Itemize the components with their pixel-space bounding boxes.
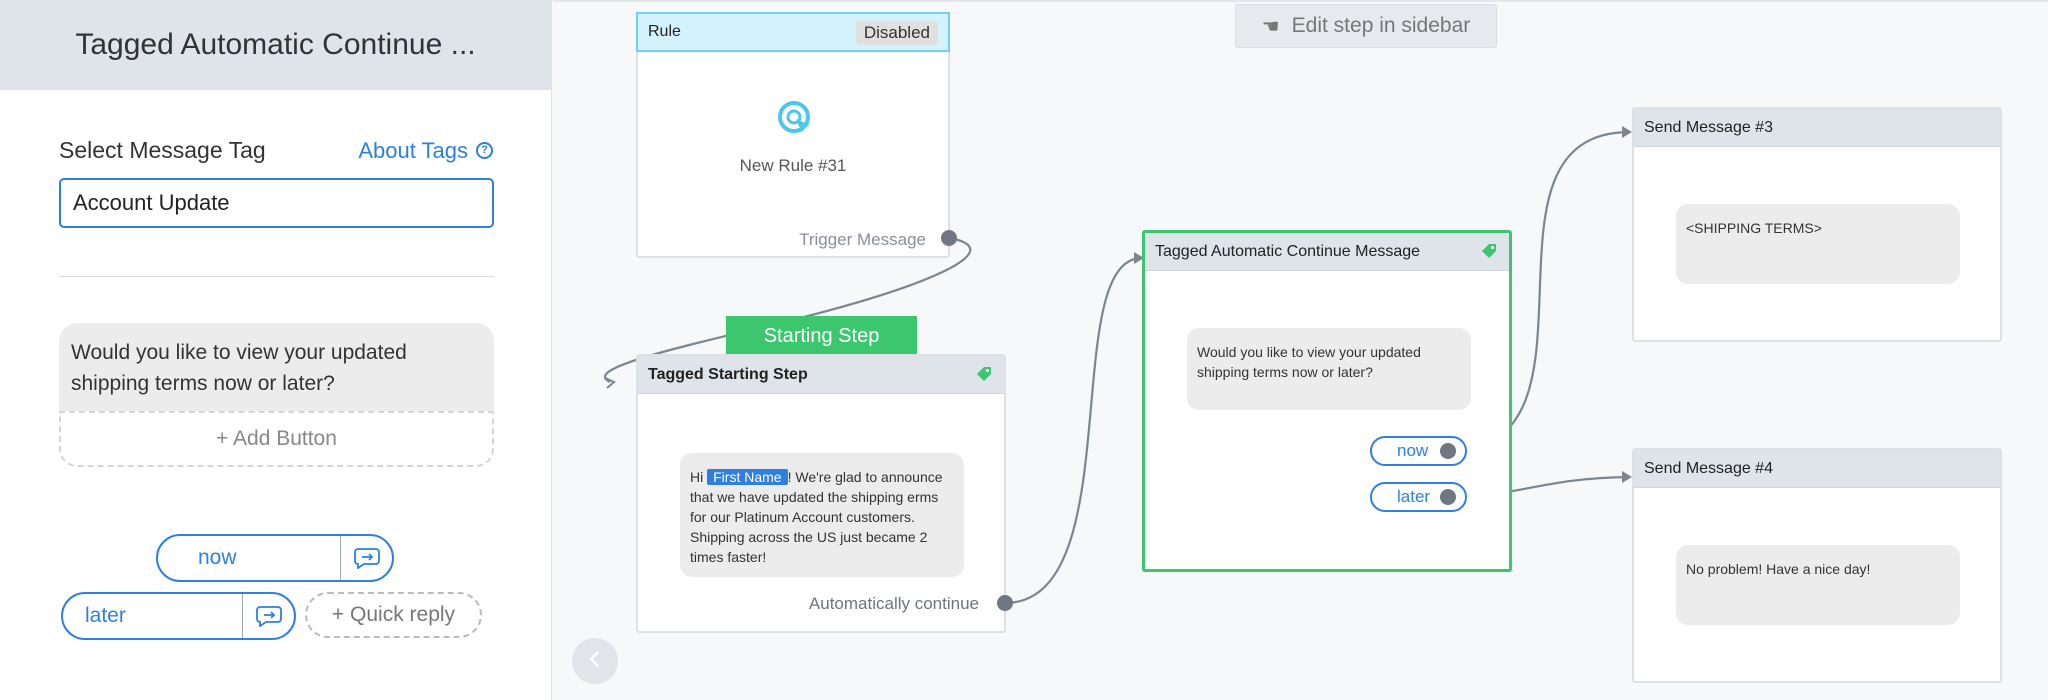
rule-node[interactable]: Rule Disabled New Rule #31 Trigger Messa… [636,12,950,258]
rule-target-icon [776,99,816,144]
select-tag-row: Select Message Tag About Tags ? [59,137,493,164]
message-tag-select[interactable]: Account Update [59,178,494,228]
select-tag-label: Select Message Tag [59,137,266,163]
pointing-hand-icon: ☚ [1261,15,1280,38]
auto-continue-port[interactable] [997,595,1013,611]
rule-node-title: Rule [648,23,681,40]
auto-continue-node[interactable]: Tagged Automatic Continue Message Would … [1142,230,1512,572]
quick-reply-later[interactable]: later [61,592,296,640]
send-message-3-text: <SHIPPING TERMS> [1676,204,1960,284]
first-name-chip: First Name [707,469,788,485]
auto-continue-title: Tagged Automatic Continue Message [1155,242,1421,260]
add-quick-reply-button[interactable]: + Quick reply [305,592,482,638]
button-later[interactable]: later [1370,482,1467,512]
canvas-top-border [553,0,2048,2]
starting-step-header: Tagged Starting Step [638,356,1004,394]
send-message-3-node[interactable]: Send Message #3 <SHIPPING TERMS> [1632,107,2002,342]
rule-node-header: Rule Disabled [636,12,950,52]
greeting-text: Hi [690,469,704,485]
rule-output-label: Trigger Message [799,230,926,249]
about-tags-label: About Tags [358,137,468,163]
quick-reply-icon[interactable] [340,536,392,580]
rule-name: New Rule #31 [739,156,847,175]
send-message-4-header: Send Message #4 [1634,450,2000,488]
sidebar: Tagged Automatic Continue ... Select Mes… [0,0,552,700]
rule-output-port[interactable] [941,230,957,246]
edit-hint-label: Edit step in sidebar [1291,14,1471,37]
auto-continue-header: Tagged Automatic Continue Message [1145,233,1509,271]
about-tags-link[interactable]: About Tags ? [358,138,493,164]
quick-reply-icon[interactable] [242,594,294,638]
sidebar-title: Tagged Automatic Continue ... [0,0,551,90]
divider [59,276,494,277]
quick-reply-now[interactable]: now [156,534,394,582]
button-later-port[interactable] [1440,489,1456,505]
quick-reply-label: now [198,546,237,569]
starting-step-message: Hi First Name! We're glad to announce th… [680,453,964,577]
tag-icon [1481,243,1497,264]
collapse-sidebar-button[interactable] [572,638,618,684]
message-text-editor[interactable]: Would you like to view your updated ship… [59,323,494,413]
send-message-4-node[interactable]: Send Message #4 No problem! Have a nice … [1632,448,2002,683]
button-now-port[interactable] [1440,443,1456,459]
edit-step-hint: ☚ Edit step in sidebar [1235,4,1497,48]
auto-continue-message: Would you like to view your updated ship… [1187,328,1471,410]
message-body: ! We're glad to announce that we have up… [690,469,943,565]
help-circle-icon: ? [476,142,493,159]
status-badge: Disabled [855,21,938,45]
send-message-3-header: Send Message #3 [1634,109,2000,147]
chevron-left-icon [588,650,602,673]
auto-continue-label: Automatically continue [808,594,979,613]
add-button[interactable]: + Add Button [59,411,494,467]
starting-step-node[interactable]: Tagged Starting Step Hi First Name! We'r… [636,354,1006,633]
send-message-4-text: No problem! Have a nice day! [1676,545,1960,625]
starting-step-badge: Starting Step [726,316,917,356]
starting-step-title: Tagged Starting Step [648,365,808,383]
quick-reply-label: later [85,604,126,627]
tag-icon [976,366,992,387]
